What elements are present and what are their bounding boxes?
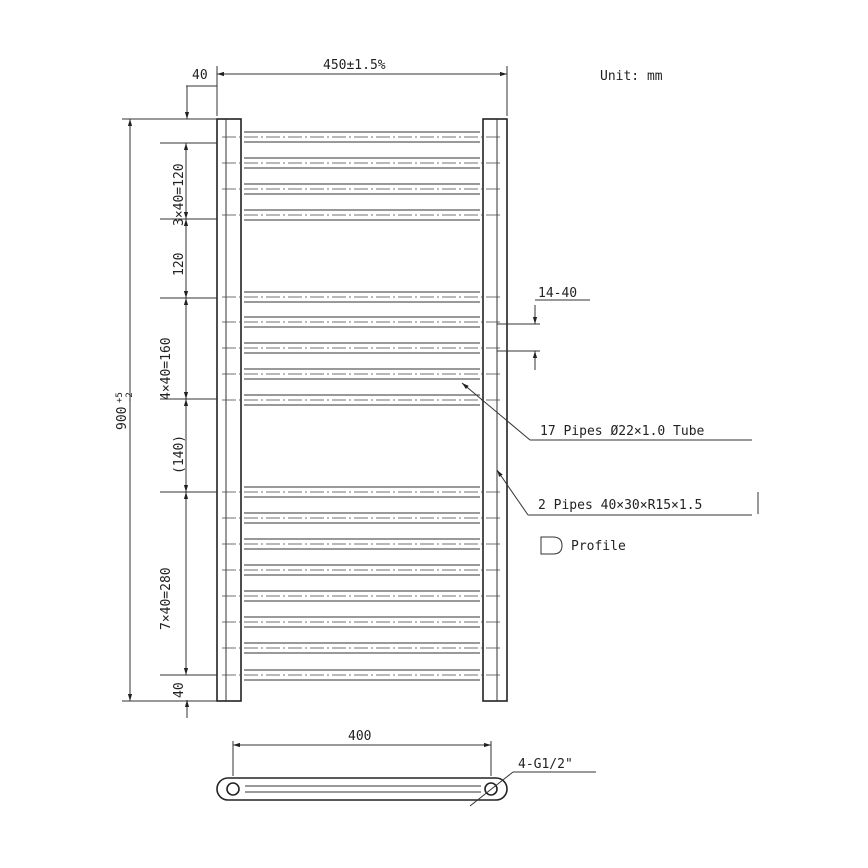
tubes-callout-label: 17 Pipes Ø22×1.0 Tube [540,424,705,439]
overall-width-label: 450±1.5% [323,58,386,73]
height-tol-plus: +5 [115,392,125,403]
tube [222,342,502,354]
height-label: 900 [115,407,130,430]
tube [222,209,502,221]
seg-gap1-label: 120 [172,253,187,276]
tube [222,616,502,628]
connection-left [226,782,240,796]
profile-legend: Profile [540,536,626,555]
tube [222,669,502,681]
tube [222,157,502,169]
left-offset-label: 40 [192,68,208,83]
seg-bottom-label: 40 [172,682,187,698]
tube [222,368,502,380]
horizontal-tubes [222,131,502,681]
left-upright [216,118,242,702]
pipe-gap-dimension: 14-40 [497,286,590,370]
tube [222,538,502,550]
seg-top-label: 3×40=120 [172,163,187,226]
tube [222,316,502,328]
connections-label: 4-G1/2" [518,757,573,772]
tube [222,564,502,576]
width-dimension: 450±1.5% 40 [186,58,508,116]
uprights-callout: 2 Pipes 40×30×R15×1.5 [496,469,759,516]
tube [222,183,502,195]
pipe-gap-label: 14-40 [538,286,577,301]
connection-right [484,782,498,796]
tube [222,394,502,406]
profile-label: Profile [571,539,626,554]
tube [222,512,502,524]
tube [222,291,502,303]
tubes-callout: 17 Pipes Ø22×1.0 Tube [461,382,752,441]
seg-mid-label: 4×40=160 [159,337,174,400]
tube [222,642,502,654]
bottom-view: 400 4-G1/2" [216,729,596,807]
segment-dimensions: 3×40=120 120 4×40=160 (140) 7×40=280 40 [159,86,217,718]
profile-icon [540,536,563,555]
seg-low-label: 7×40=280 [159,567,174,630]
tube [222,590,502,602]
height-dimension: 900 +5 -2 [115,118,217,702]
right-upright [482,118,508,702]
unit-label: Unit: mm [600,69,663,84]
tube [222,486,502,498]
tube [222,131,502,143]
seg-gap2-label: (140) [172,435,187,474]
centres-label: 400 [348,729,371,744]
uprights-callout-label: 2 Pipes 40×30×R15×1.5 [538,498,702,513]
height-tol-minus: -2 [125,392,135,403]
